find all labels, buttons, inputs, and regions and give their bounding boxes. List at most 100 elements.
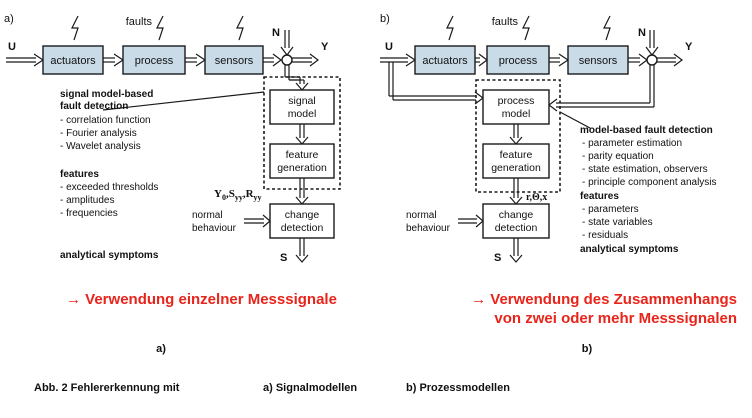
feature-generation-block: feature generation [482, 143, 550, 179]
method-item: - parity equation [582, 151, 654, 162]
analytical-symptoms-label: analytical symptoms [60, 250, 159, 261]
method-item: - correlation function [60, 115, 151, 126]
lightning-bolt-icon [236, 15, 244, 41]
svg-text:model: model [502, 108, 531, 120]
sub-figure-label: a) [156, 343, 166, 355]
faults-label: faults [126, 16, 153, 28]
change-detection-block: change detection [269, 203, 335, 239]
sensors-block: sensors [567, 45, 629, 75]
svg-text:behaviour: behaviour [406, 223, 451, 234]
process-sensor-arrow [549, 53, 570, 67]
symptoms-output-arrow [509, 238, 523, 263]
features-title: features [580, 191, 619, 202]
normal-behaviour-label: normal [406, 210, 437, 221]
panel-a: a) U actuators process [4, 13, 341, 355]
svg-text:process: process [498, 95, 535, 107]
noise-arrow [280, 30, 294, 56]
conclusion-text: von zwei oder mehr Messsignalen [494, 310, 737, 327]
panel-b-tag: b) [380, 13, 390, 25]
caption-part-a: a) Signalmodellen [263, 382, 357, 394]
svg-text:sensors: sensors [215, 55, 254, 67]
svg-text:signal: signal [288, 95, 315, 107]
method-item: - principle component analysis [582, 177, 717, 188]
summing-junction [646, 54, 658, 66]
feature-item: - amplitudes [60, 195, 114, 206]
sensor-sum-arrow [628, 53, 648, 67]
caption-part-b: b) Prozessmodellen [406, 382, 510, 394]
symptoms-label-s: S [494, 252, 501, 264]
feature-item: - residuals [582, 230, 628, 241]
actuator-process-arrow [103, 53, 125, 67]
signal-model-block: signal model [269, 89, 335, 125]
input-arrow [380, 53, 417, 67]
feature-item: - frequencies [60, 208, 118, 219]
svg-text:actuators: actuators [50, 55, 96, 67]
svg-text:detection: detection [495, 222, 538, 234]
actuators-block: actuators [42, 45, 104, 75]
lightning-bolt-icon [446, 15, 454, 41]
method-item: - Wavelet analysis [60, 141, 141, 152]
output-arrow [292, 53, 319, 67]
svg-text:process: process [135, 55, 174, 67]
input-label-u: U [8, 41, 16, 53]
sensor-sum-arrow [263, 53, 282, 67]
actuators-block: actuators [414, 45, 476, 75]
faults-label: faults [492, 16, 519, 28]
svg-text:sensors: sensors [579, 55, 618, 67]
change-detection-block: change detection [482, 203, 550, 239]
method-callout-line [102, 91, 265, 111]
noise-arrow [645, 30, 659, 56]
input-branch-line [388, 62, 484, 105]
panel-b: b) U actuators process [380, 13, 737, 355]
input-arrow [6, 53, 45, 67]
svg-text:change: change [499, 209, 534, 221]
output-arrow [657, 53, 683, 67]
process-block: process [122, 45, 186, 75]
analytical-symptoms-label: analytical symptoms [580, 244, 679, 255]
lightning-bolt-icon [156, 15, 164, 41]
features-symbol: r,Θ,x [526, 192, 547, 203]
normal-behaviour-arrow [244, 214, 271, 228]
features-title: features [60, 169, 99, 180]
method-item: - state estimation, observers [582, 164, 708, 175]
features-symbol: Y0,Syy,Ryy [214, 188, 262, 202]
symptoms-label-s: S [280, 252, 287, 264]
conclusion-text: → Verwendung des Zusammenhangs [471, 291, 737, 308]
normal-behaviour-arrow [458, 214, 484, 228]
panel-a-tag: a) [4, 13, 14, 25]
svg-text:process: process [499, 55, 538, 67]
feature-generation-block: feature generation [269, 143, 335, 179]
output-label-y: Y [321, 41, 329, 53]
input-label-u: U [385, 41, 393, 53]
model-feature-arrow [295, 124, 309, 145]
sensors-block: sensors [204, 45, 264, 75]
sub-figure-label: b) [582, 343, 593, 355]
method-item: - Fourier analysis [60, 128, 137, 139]
feature-item: - state variables [582, 217, 653, 228]
lightning-bolt-icon [522, 15, 530, 41]
method-item: - parameter estimation [582, 138, 682, 149]
svg-text:fault detection: fault detection [60, 101, 128, 112]
lightning-bolt-icon [603, 15, 611, 41]
svg-text:feature: feature [500, 149, 533, 161]
process-block: process [486, 45, 550, 75]
signal-processing-boundary [263, 76, 341, 190]
noise-label-n: N [272, 27, 280, 39]
figure-caption: Abb. 2 Fehlererkennung mit a) Signalmode… [34, 382, 510, 394]
svg-text:generation: generation [277, 162, 327, 174]
summing-junction [281, 54, 293, 66]
svg-text:generation: generation [491, 162, 541, 174]
caption-main: Abb. 2 Fehlererkennung mit [34, 382, 180, 394]
normal-behaviour-label: normal [192, 210, 223, 221]
output-label-y: Y [685, 41, 693, 53]
feature-item: - exceeded thresholds [60, 182, 158, 193]
svg-text:change: change [285, 209, 320, 221]
svg-text:model: model [288, 108, 317, 120]
symptoms-output-arrow [295, 238, 309, 263]
feature-change-arrow [295, 178, 309, 205]
svg-text:feature: feature [286, 149, 319, 161]
svg-text:actuators: actuators [422, 55, 468, 67]
model-feature-arrow [509, 124, 523, 145]
method-title: model-based fault detection [580, 125, 713, 136]
